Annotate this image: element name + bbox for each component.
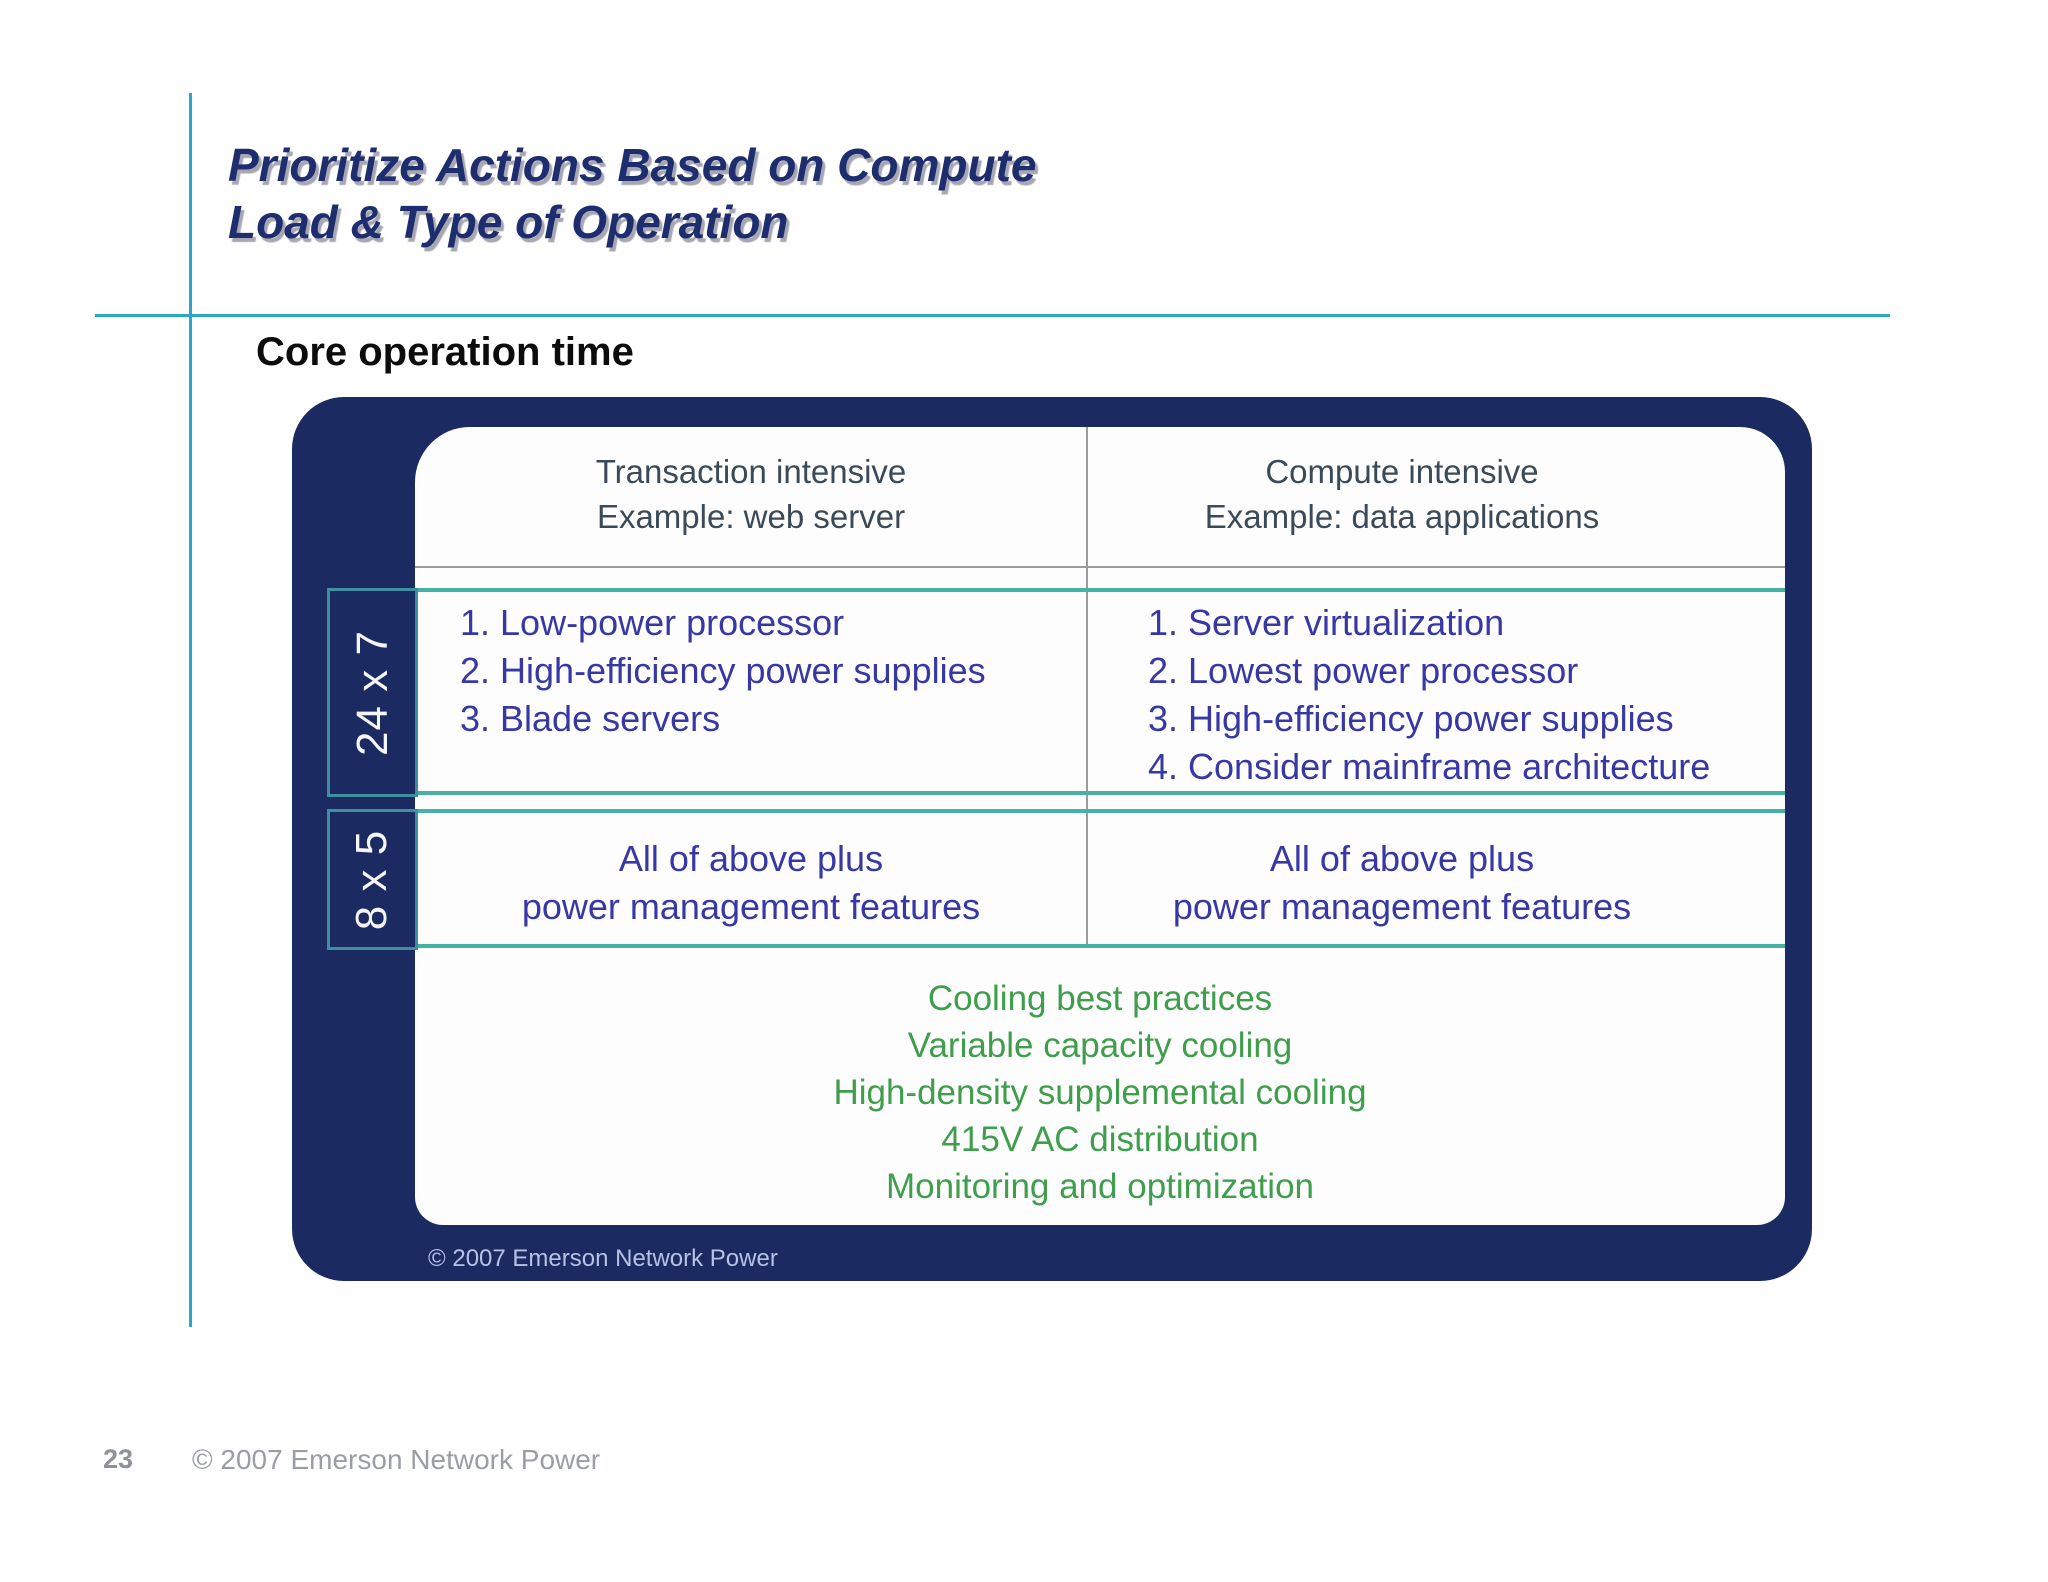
row-label-24x7: 24 x 7 [327, 588, 418, 797]
column-header-compute: Compute intensive Example: data applicat… [1089, 449, 1785, 539]
row-border-line [415, 944, 1785, 948]
list-line: All of above plus [1269, 838, 1535, 879]
list-line: Monitoring and optimization [885, 1167, 1314, 1206]
list-line: Cooling best practices [927, 979, 1273, 1018]
vertical-guide-line [189, 93, 192, 1327]
list-line: 1. Low-power processor [460, 602, 845, 643]
list-line: power management features [521, 886, 981, 927]
row-border-line [415, 791, 1785, 795]
slide-title: Prioritize Actions Based on Compute Load… [228, 137, 1037, 251]
row-label-text: 24 x 7 [347, 629, 397, 756]
horizontal-guide-line [95, 314, 1890, 317]
list-line: 4. Consider mainframe architecture [1148, 746, 1711, 787]
list-line: 3. High-efficiency power supplies [1148, 698, 1674, 739]
list-line: Variable capacity cooling [907, 1026, 1293, 1065]
row-border-line [415, 809, 1785, 813]
row-label-text: 8 x 5 [347, 829, 397, 930]
row-label-8x5: 8 x 5 [327, 809, 418, 950]
list-line: 3. Blade servers [460, 698, 721, 739]
column-title: Compute intensive [1265, 453, 1539, 490]
list-line: High-density supplemental cooling [833, 1073, 1367, 1112]
matrix-copyright: © 2007 Emerson Network Power [428, 1245, 778, 1272]
list-line: All of above plus [618, 838, 884, 879]
cell-8x5-compute: All of above plus power management featur… [1089, 835, 1785, 931]
list-line: power management features [1172, 886, 1632, 927]
header-divider-line [415, 566, 1785, 568]
list-line: 2. High-efficiency power supplies [460, 650, 986, 691]
slide-title-line1: Prioritize Actions Based on Compute [228, 139, 1037, 191]
column-title: Transaction intensive [595, 453, 907, 490]
footer-copyright: © 2007 Emerson Network Power [192, 1444, 601, 1475]
column-subtitle: Example: web server [596, 498, 906, 535]
column-divider-line [1086, 427, 1088, 946]
page-number: 23 [103, 1444, 134, 1474]
slide-title-line2: Load & Type of Operation [228, 196, 789, 248]
cell-24x7-transaction: 1. Low-power processor 2. High-efficiency… [460, 599, 986, 743]
list-line: 2. Lowest power processor [1148, 650, 1579, 691]
cell-8x5-transaction: All of above plus power management featur… [415, 835, 1087, 931]
column-subtitle: Example: data applications [1204, 498, 1600, 535]
column-header-transaction: Transaction intensive Example: web serve… [415, 449, 1087, 539]
matrix-inner-panel: Transaction intensive Example: web serve… [415, 427, 1785, 1225]
row-border-line [415, 588, 1785, 592]
priority-matrix: Transaction intensive Example: web serve… [292, 397, 1812, 1281]
cell-24x7-compute: 1. Server virtualization 2. Lowest power … [1148, 599, 1710, 791]
list-line: 415V AC distribution [941, 1120, 1259, 1159]
core-operation-time-label: Core operation time [256, 330, 634, 374]
list-line: 1. Server virtualization [1148, 602, 1505, 643]
